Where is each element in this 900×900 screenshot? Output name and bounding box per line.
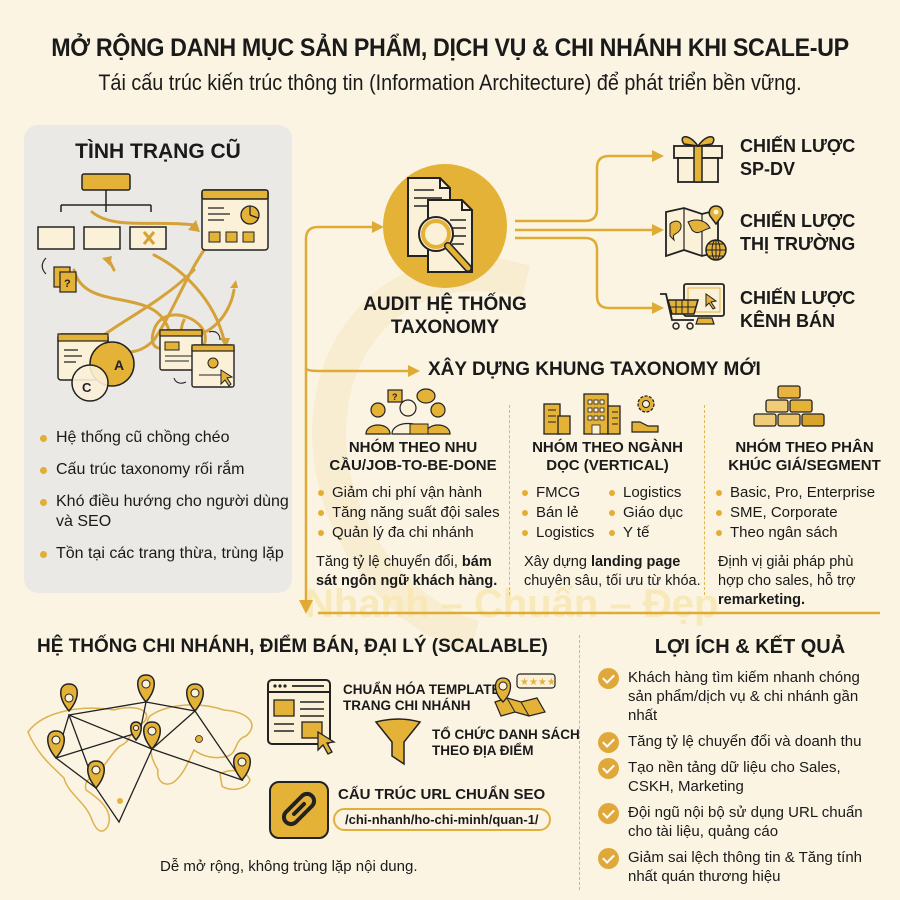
benefits-list: Khách hàng tìm kiếm nhanh chóng sản phẩm… <box>596 668 886 893</box>
bottom-divider <box>579 635 580 890</box>
old-state-title: TÌNH TRẠNG CŨ <box>75 140 241 163</box>
page-subtitle: Tái cấu trúc kiến trúc thông tin (Inform… <box>98 70 802 95</box>
dashboard-window-icon <box>201 189 269 251</box>
network-lines <box>55 701 244 824</box>
link-icon <box>269 781 329 839</box>
cart-monitor-icon <box>660 283 725 330</box>
benefit-item: Tạo nền tảng dữ liệu cho Sales, CSKH, Ma… <box>596 758 886 796</box>
list-item: Logistics <box>522 523 617 543</box>
duplicate-pages-icon <box>159 329 235 388</box>
list-item: Quản lý đa chi nhánh <box>318 523 513 543</box>
check-icon <box>598 758 619 779</box>
list-item: Basic, Pro, Enterprise <box>716 483 896 503</box>
list-item: FMCG <box>522 483 617 503</box>
benefit-item: Giảm sai lệch thông tin & Tăng tính nhất… <box>596 848 886 886</box>
list-item: Bán lẻ <box>522 503 617 523</box>
old-state-illustration: ? A C <box>37 173 269 402</box>
benefits-title: LỢI ÍCH & KẾT QUẢ <box>654 636 846 658</box>
arrow-head-icon <box>652 224 664 236</box>
list-item: SME, Corporate <box>716 503 896 523</box>
venn-label-c: C <box>82 380 92 395</box>
rating-stars: ★★★★ <box>520 677 556 688</box>
check-icon <box>598 803 619 824</box>
segment-description: Định vị giải pháp phù hợp cho sales, hỗ … <box>718 554 856 608</box>
svg-text:?: ? <box>392 392 398 402</box>
column-divider <box>704 405 705 595</box>
page-title: MỞ RỘNG DANH MỤC SẢN PHẨM, DỊCH VỤ & CHI… <box>51 34 849 62</box>
location-pin-icon <box>47 674 251 790</box>
document-search-icon <box>407 177 473 273</box>
benefit-item: Tăng tỷ lệ chuyển đổi và doanh thu <box>596 732 886 753</box>
column-divider <box>509 405 510 595</box>
template-window-icon <box>267 679 336 755</box>
arrow-head-icon <box>372 221 384 233</box>
list-item: Y tế <box>609 523 704 543</box>
segment-list: Basic, Pro, Enterprise SME, Corporate Th… <box>716 483 896 543</box>
arrow-head-icon <box>299 600 313 614</box>
hierarchy-chart-icon <box>37 173 167 250</box>
taxonomy-title: XÂY DỰNG KHUNG TAXONOMY MỚI <box>428 359 761 380</box>
gold-bars-icon <box>753 385 825 427</box>
audit-label: AUDIT HỆ THỐNG TAXONOMY <box>363 294 527 338</box>
location-rating-icon: ★★★★ <box>494 673 556 717</box>
venn-diagram-icon: A C <box>57 333 135 402</box>
arrow-head-icon <box>652 150 664 162</box>
old-state-item: Hệ thống cũ chồng chéo <box>40 428 290 448</box>
branches-footer-note: Dễ mở rộng, không trùng lặp nội dung. <box>160 858 418 875</box>
list-item: Giáo dục <box>609 503 704 523</box>
world-network-map <box>27 674 253 832</box>
vertical-description: Xây dựng landing page chuyên sâu, tối ưu… <box>524 554 701 589</box>
old-state-item: Cấu trúc taxonomy rối rắm <box>40 460 290 480</box>
svg-text:?: ? <box>64 278 71 290</box>
world-map-icon <box>665 205 727 261</box>
list-item: Giảm chi phí vận hành <box>318 483 513 503</box>
check-icon <box>598 732 619 753</box>
url-example: /chi-nhanh/ho-chi-minh/quan-1/ <box>333 808 551 831</box>
vertical-list-right: Logistics Giáo dục Y tế <box>609 483 704 543</box>
list-item: Theo ngân sách <box>716 523 896 543</box>
gift-icon <box>673 136 723 183</box>
old-state-list: Hệ thống cũ chồng chéo Cấu trúc taxonomy… <box>40 428 290 576</box>
check-icon <box>598 668 619 689</box>
people-group-icon: ? <box>365 388 451 435</box>
old-state-item: Khó điều hướng cho người dùng và SEO <box>40 492 290 532</box>
feature-seo-url: CẤU TRÚC URL CHUẨN SEO <box>338 786 546 803</box>
buildings-icon <box>543 393 659 435</box>
check-icon <box>598 848 619 869</box>
vertical-list-left: FMCG Bán lẻ Logistics <box>522 483 617 543</box>
arrow-head-icon <box>652 302 664 314</box>
venn-label-a: A <box>114 357 124 373</box>
list-item: Logistics <box>609 483 704 503</box>
benefit-item: Đội ngũ nội bộ sử dụng URL chuẩn cho tài… <box>596 803 886 841</box>
watermark-text: Nhanh – Chuẩn – Đẹp <box>305 582 719 626</box>
arrow-head-icon <box>408 365 420 377</box>
old-state-item: Tồn tại các trang thừa, trùng lặp <box>40 544 290 564</box>
jtbd-list: Giảm chi phí vận hành Tăng năng suất đội… <box>318 483 513 543</box>
funnel-icon <box>374 718 422 766</box>
question-documents-icon: ? <box>41 257 77 293</box>
list-item: Tăng năng suất đội sales <box>318 503 513 523</box>
benefit-item: Khách hàng tìm kiếm nhanh chóng sản phẩm… <box>596 668 886 725</box>
branches-title: HỆ THỐNG CHI NHÁNH, ĐIỂM BÁN, ĐẠI LÝ (SC… <box>37 636 548 657</box>
jtbd-description: Tăng tỷ lệ chuyển đổi, bám sát ngôn ngữ … <box>316 554 498 589</box>
